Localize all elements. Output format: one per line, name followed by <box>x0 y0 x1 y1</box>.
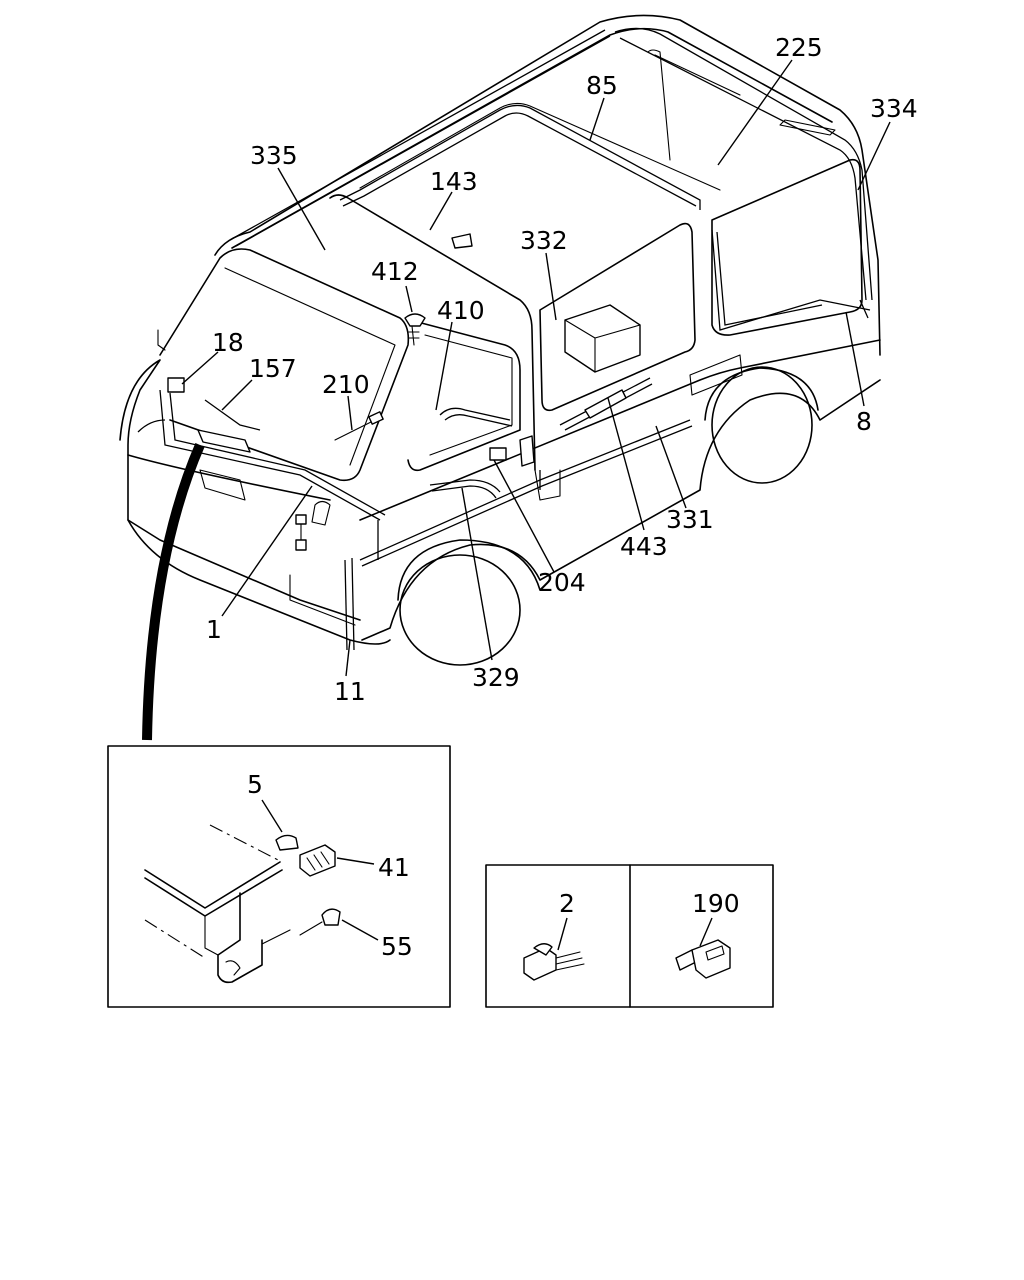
detail-box-left: 5 41 55 <box>107 745 451 1008</box>
callout-55: 55 <box>381 932 413 961</box>
callout-204: 204 <box>538 568 586 597</box>
detail-pointer-arrow <box>142 443 205 741</box>
harness-routes <box>137 27 873 651</box>
components <box>167 233 641 551</box>
callout-410: 410 <box>437 296 485 325</box>
callout-190: 190 <box>692 889 740 918</box>
callout-41: 41 <box>378 853 410 882</box>
callout-332: 332 <box>520 226 568 255</box>
callout-143: 143 <box>430 167 478 196</box>
callout-335: 335 <box>250 141 298 170</box>
van-body <box>119 14 881 666</box>
callout-2: 2 <box>559 889 575 918</box>
callout-85: 85 <box>586 71 618 100</box>
callout-157: 157 <box>249 354 297 383</box>
callout-329: 329 <box>472 663 520 692</box>
callout-443: 443 <box>620 532 668 561</box>
callout-11: 11 <box>334 677 366 706</box>
callout-leaders <box>142 59 891 741</box>
detail-box-right: 2 190 <box>485 864 774 1008</box>
callout-8: 8 <box>856 407 872 436</box>
callout-1: 1 <box>206 615 222 644</box>
callout-210: 210 <box>322 370 370 399</box>
callout-331: 331 <box>666 505 714 534</box>
callout-334: 334 <box>870 94 918 123</box>
callout-18: 18 <box>212 328 244 357</box>
callout-5: 5 <box>247 770 263 799</box>
callout-labels: 225 85 334 335 143 332 412 410 18 157 21… <box>206 33 918 706</box>
callout-225: 225 <box>775 33 823 62</box>
callout-412: 412 <box>371 257 419 286</box>
